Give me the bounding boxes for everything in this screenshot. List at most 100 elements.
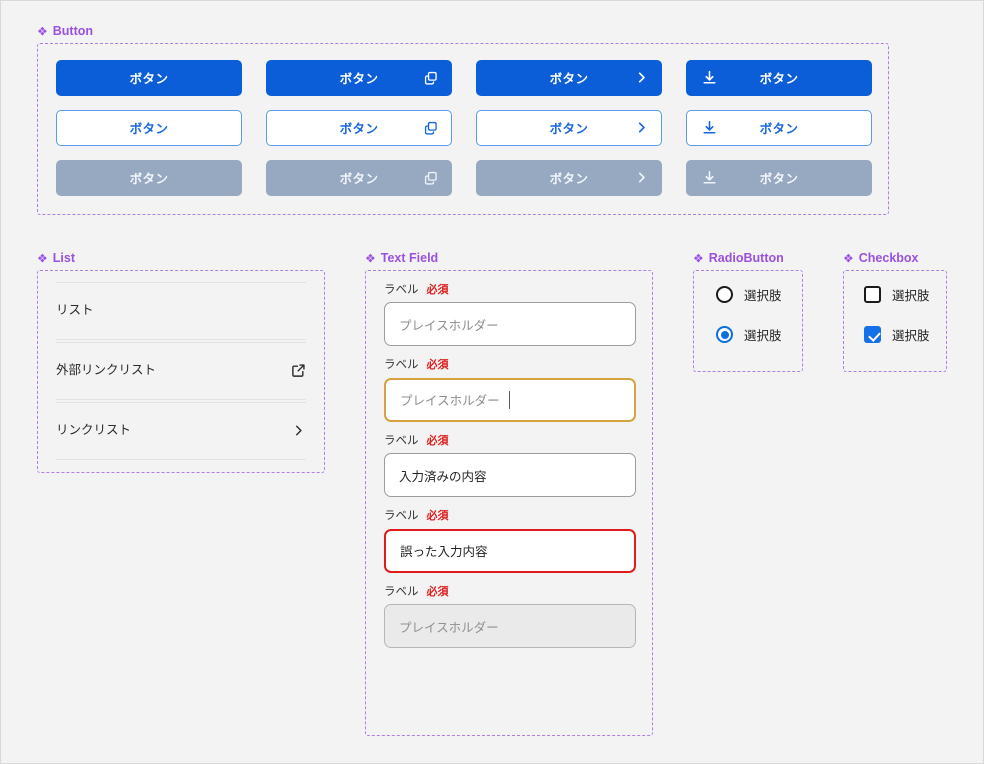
- button-disabled-download: ボタン: [686, 159, 872, 196]
- text-field-group-filled: ラベル 必須 入力済みの内容: [384, 434, 636, 497]
- required-badge: 必須: [426, 510, 449, 522]
- section-title: List: [52, 251, 75, 265]
- diamond-icon: ❖: [843, 251, 854, 266]
- section-box-text-field: ラベル 必須 プレイスホルダー ラベル 必須 プレイスホルダー: [365, 269, 653, 736]
- text-input-default[interactable]: プレイスホルダー: [384, 302, 636, 346]
- section-radio-button: ❖ RadioButton 選択肢 選択肢: [693, 252, 803, 372]
- download-icon: [701, 70, 717, 86]
- text-caret: [508, 390, 511, 409]
- required-badge: 必須: [426, 359, 449, 371]
- field-label-text: ラベル: [384, 585, 419, 598]
- button-disabled-copy: ボタン: [266, 159, 452, 196]
- button-secondary-copy[interactable]: ボタン: [266, 109, 452, 146]
- radio-circle-filled-icon[interactable]: [716, 326, 733, 343]
- placeholder-text: プレイスホルダー: [399, 318, 499, 333]
- button-primary-plain[interactable]: ボタン: [56, 59, 242, 96]
- button-secondary-plain[interactable]: ボタン: [56, 109, 242, 146]
- button-label: ボタン: [129, 72, 169, 86]
- section-label-text-field: ❖ Text Field: [365, 252, 653, 265]
- external-link-icon: [290, 363, 306, 379]
- placeholder-text: プレイスホルダー: [400, 394, 500, 408]
- button-label: ボタン: [549, 172, 589, 186]
- section-title: Text Field: [380, 251, 439, 265]
- field-label: ラベル 必須: [384, 283, 634, 297]
- button-primary-download[interactable]: ボタン: [686, 59, 872, 96]
- button-label: ボタン: [339, 72, 379, 86]
- placeholder-text: プレイスホルダー: [399, 620, 499, 635]
- button-disabled-chevron: ボタン: [476, 159, 662, 196]
- chevron-right-icon: [290, 423, 306, 439]
- section-title: RadioButton: [708, 251, 784, 265]
- button-label: ボタン: [129, 122, 169, 136]
- copy-icon: [423, 120, 439, 136]
- text-field-group-focused: ラベル 必須 プレイスホルダー: [384, 359, 636, 422]
- radio-option-checked[interactable]: 選択肢: [716, 325, 802, 345]
- text-input-focused[interactable]: プレイスホルダー: [384, 377, 636, 422]
- button-secondary-download[interactable]: ボタン: [686, 109, 872, 146]
- section-text-field: ❖ Text Field ラベル 必須 プレイスホルダー ラベル 必須: [365, 252, 653, 736]
- list-item-label: リンクリスト: [56, 423, 132, 438]
- checkbox-option-unchecked[interactable]: 選択肢: [864, 285, 946, 305]
- section-label-button: ❖ Button: [37, 25, 889, 38]
- list-item-link[interactable]: リンクリスト: [56, 401, 306, 460]
- chevron-right-icon: [633, 120, 649, 136]
- text-field-group-disabled: ラベル 必須 プレイスホルダー: [384, 585, 636, 648]
- button-label: ボタン: [759, 172, 799, 186]
- section-label-list: ❖ List: [37, 252, 325, 265]
- button-label: ボタン: [129, 172, 169, 186]
- list-item-external-link[interactable]: 外部リンクリスト: [56, 341, 306, 400]
- button-label: ボタン: [549, 122, 589, 136]
- radio-option-unchecked[interactable]: 選択肢: [716, 285, 802, 305]
- button-label: ボタン: [339, 122, 379, 136]
- field-label: ラベル 必須: [384, 434, 634, 448]
- list-item-label: 外部リンクリスト: [56, 363, 157, 378]
- section-title: Checkbox: [858, 251, 919, 265]
- checkbox-option-label: 選択肢: [892, 289, 930, 303]
- field-label-text: ラベル: [384, 283, 419, 296]
- radio-option-label: 選択肢: [744, 329, 782, 343]
- text-field-group-default: ラベル 必須 プレイスホルダー: [384, 283, 636, 346]
- section-label-checkbox: ❖ Checkbox: [843, 252, 947, 265]
- button-label: ボタン: [339, 172, 379, 186]
- required-badge: 必須: [426, 283, 449, 296]
- download-icon: [701, 120, 717, 136]
- field-label: ラベル 必須: [384, 510, 634, 523]
- section-label-radio-button: ❖ RadioButton: [693, 252, 803, 265]
- copy-icon: [423, 70, 439, 86]
- diamond-icon: ❖: [693, 251, 704, 266]
- required-badge: 必須: [426, 434, 449, 447]
- section-button: ❖ Button ボタン ボタン: [37, 25, 889, 215]
- text-input-error[interactable]: 誤った入力内容: [384, 528, 636, 573]
- text-field-group-error: ラベル 必須 誤った入力内容: [384, 510, 636, 573]
- field-label-text: ラベル: [384, 359, 419, 371]
- text-input-disabled: プレイスホルダー: [384, 604, 636, 648]
- button-primary-chevron[interactable]: ボタン: [476, 59, 662, 96]
- field-label: ラベル 必須: [384, 585, 634, 599]
- diamond-icon: ❖: [365, 251, 376, 266]
- required-badge: 必須: [426, 585, 449, 598]
- field-label-text: ラベル: [384, 434, 419, 447]
- radio-option-label: 選択肢: [744, 289, 782, 303]
- button-grid: ボタン ボタン ボタン: [56, 59, 872, 196]
- checkbox-square-icon[interactable]: [864, 286, 881, 303]
- list-item-plain[interactable]: リスト: [56, 281, 306, 340]
- section-list: ❖ List リスト 外部リンクリスト リンクリスト: [37, 252, 325, 473]
- text-input-filled[interactable]: 入力済みの内容: [384, 453, 636, 497]
- field-label-text: ラベル: [384, 510, 419, 522]
- button-disabled-plain: ボタン: [56, 159, 242, 196]
- checkbox-option-label: 選択肢: [892, 329, 930, 343]
- download-icon: [701, 170, 717, 186]
- chevron-right-icon: [633, 70, 649, 86]
- button-label: ボタン: [759, 122, 799, 136]
- field-label: ラベル 必須: [384, 359, 634, 372]
- list-item-label: リスト: [56, 303, 94, 318]
- section-checkbox: ❖ Checkbox 選択肢 選択肢: [843, 252, 947, 372]
- checkbox-option-checked[interactable]: 選択肢: [864, 325, 946, 345]
- input-value: 誤った入力内容: [400, 545, 488, 559]
- checkbox-check-icon[interactable]: [864, 326, 881, 343]
- radio-circle-icon[interactable]: [716, 286, 733, 303]
- button-secondary-chevron[interactable]: ボタン: [476, 109, 662, 146]
- button-primary-copy[interactable]: ボタン: [266, 59, 452, 96]
- section-box-radio-button: 選択肢 選択肢: [693, 269, 803, 372]
